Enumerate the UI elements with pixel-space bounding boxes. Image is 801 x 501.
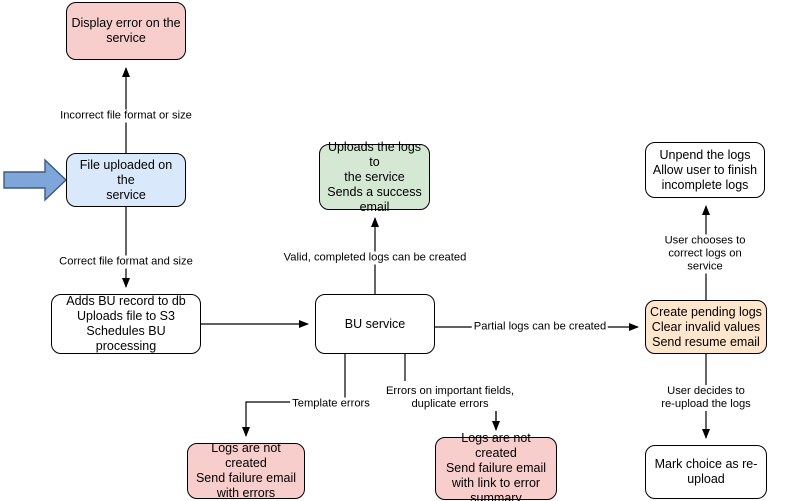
edge-label-user-chooses-to-correct: User chooses to correct logs on service: [657, 234, 753, 274]
node-bu-service[interactable]: BU service: [315, 294, 435, 354]
edge-label-correct-file-format: Correct file format and size: [57, 255, 195, 269]
edge-bu-service-to-logs-not-created-template: [242, 354, 346, 437]
node-logs-not-created-template-errors[interactable]: Logs are not created Send failure email …: [187, 441, 305, 500]
input-arrow-icon: [3, 158, 68, 202]
node-unpend-the-logs[interactable]: Unpend the logs Allow user to finish inc…: [645, 142, 765, 198]
edge-label-template-errors: Template errors: [290, 397, 372, 411]
node-uploads-the-logs[interactable]: Uploads the logs to the service Sends a …: [319, 140, 430, 214]
node-logs-not-created-field-errors[interactable]: Logs are not created Send failure email …: [435, 431, 557, 501]
edge-label-incorrect-file-format: Incorrect file format or size: [58, 109, 194, 123]
node-create-pending-logs[interactable]: Create pending logs Clear invalid values…: [645, 300, 767, 354]
edge-label-errors-on-important-fields: Errors on important fields, duplicate er…: [383, 385, 517, 411]
node-file-uploaded-on-service[interactable]: File uploaded on the service: [66, 153, 186, 207]
edge-label-partial-logs: Partial logs can be created: [471, 320, 609, 334]
node-display-error[interactable]: Display error on the service: [66, 2, 186, 60]
edge-label-user-decides-to-reupload: User decides to re-upload the logs: [658, 385, 754, 411]
node-adds-bu-record[interactable]: Adds BU record to db Uploads file to S3 …: [51, 294, 201, 354]
node-mark-choice-as-reupload[interactable]: Mark choice as re- upload: [645, 445, 767, 499]
edge-label-valid-completed-logs: Valid, completed logs can be created: [281, 251, 469, 265]
